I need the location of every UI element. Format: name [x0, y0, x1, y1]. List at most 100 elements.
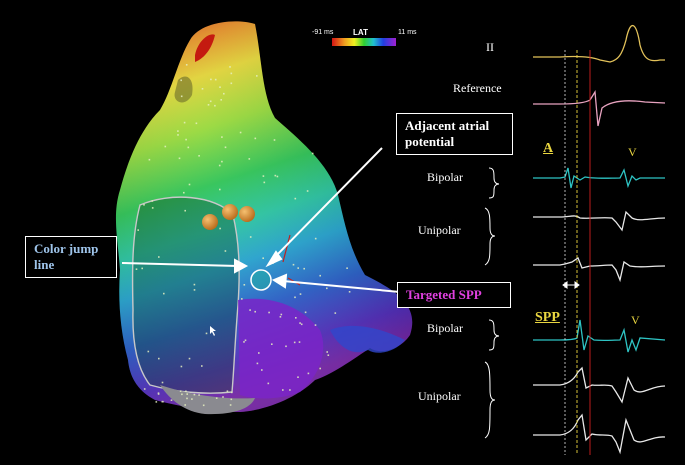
sample-point — [195, 122, 198, 125]
sample-point — [161, 381, 164, 384]
adjacent-atrial-callout: Adjacent atrial potential — [396, 113, 513, 155]
sample-point — [304, 311, 307, 314]
lateral-region — [330, 325, 405, 353]
sample-point — [205, 332, 208, 335]
sample-point — [229, 404, 232, 406]
sample-point — [163, 292, 165, 295]
sample-point — [201, 365, 203, 367]
sample-point — [162, 400, 164, 403]
sample-point — [311, 152, 314, 155]
sample-point — [141, 267, 143, 270]
sample-point — [137, 229, 139, 231]
sample-point — [271, 343, 273, 345]
sample-point — [273, 139, 276, 141]
mouse-cursor-icon — [210, 326, 216, 336]
sample-point — [285, 345, 287, 348]
sample-point — [294, 296, 296, 299]
sample-point — [346, 267, 348, 269]
atrial-shading — [115, 21, 413, 413]
sample-point — [143, 388, 146, 390]
lat-max-label: 11 ms — [398, 29, 417, 36]
sample-point — [262, 175, 265, 177]
sample-point — [207, 104, 210, 106]
sample-point — [248, 158, 251, 160]
sample-point — [186, 393, 188, 395]
sample-point — [219, 227, 221, 230]
sample-point — [274, 174, 277, 177]
sample-point — [198, 155, 200, 157]
sample-point — [198, 394, 200, 396]
base-grey-region — [160, 385, 255, 415]
sample-point — [249, 309, 251, 311]
sample-point — [319, 274, 321, 277]
sample-point — [276, 175, 279, 178]
sample-point — [249, 236, 252, 238]
sample-point — [243, 284, 246, 286]
sample-point — [327, 354, 330, 356]
sample-point — [326, 287, 328, 290]
v-marker-1: V — [628, 145, 637, 159]
sample-point — [254, 137, 257, 140]
sample-point — [178, 157, 181, 160]
sample-point — [147, 350, 150, 353]
sample-point — [244, 339, 247, 342]
sample-point — [188, 183, 191, 186]
sample-point — [158, 256, 160, 258]
sample-point — [220, 99, 222, 101]
sample-points — [135, 64, 351, 407]
sample-point — [288, 239, 290, 242]
lat-min-label: -91 ms — [312, 29, 334, 36]
sample-point — [143, 204, 145, 206]
interval-arrow — [562, 281, 580, 289]
sample-point — [222, 396, 224, 398]
sample-point — [262, 257, 264, 259]
sample-point — [300, 323, 303, 326]
unipolar-label-1: Unipolar — [418, 223, 461, 237]
sample-point — [307, 372, 310, 375]
sample-point — [254, 310, 256, 313]
sample-point — [243, 341, 245, 343]
sample-point — [348, 291, 351, 293]
sample-point — [224, 146, 227, 149]
v-marker-2: V — [631, 313, 640, 327]
sample-point — [219, 86, 221, 88]
sample-point — [263, 181, 266, 184]
sample-point — [293, 341, 296, 344]
sample-point — [188, 357, 191, 360]
sample-point — [193, 393, 196, 396]
vein-ostium — [174, 76, 193, 103]
sample-point — [180, 365, 183, 368]
sample-point — [306, 190, 309, 192]
sample-point — [179, 390, 182, 392]
sample-point — [229, 66, 231, 68]
reference-label: Reference — [453, 81, 502, 95]
targeted-site-circle[interactable] — [250, 269, 272, 291]
sample-point — [256, 75, 258, 77]
sample-point — [294, 197, 297, 200]
sample-point — [221, 160, 223, 163]
sample-point — [135, 268, 138, 270]
sample-point — [223, 92, 225, 95]
spp-marker: SPP — [535, 310, 560, 325]
sample-point — [282, 389, 284, 391]
sample-point — [289, 389, 291, 391]
ablation-lesion — [239, 206, 255, 222]
sample-point — [261, 369, 263, 371]
trace-braces — [484, 167, 500, 439]
sample-point — [303, 267, 305, 270]
bipolar-label-2: Bipolar — [427, 321, 463, 335]
sample-point — [297, 267, 299, 269]
sample-point — [185, 138, 187, 141]
lat-legend-bar — [332, 38, 396, 46]
sample-point — [214, 104, 216, 107]
sample-point — [193, 283, 196, 286]
sample-point — [241, 298, 243, 300]
sample-point — [326, 351, 328, 353]
sample-point — [214, 78, 217, 81]
sample-point — [230, 82, 233, 85]
sample-point — [268, 311, 270, 314]
sample-point — [221, 136, 223, 138]
a-marker: A — [543, 141, 554, 156]
